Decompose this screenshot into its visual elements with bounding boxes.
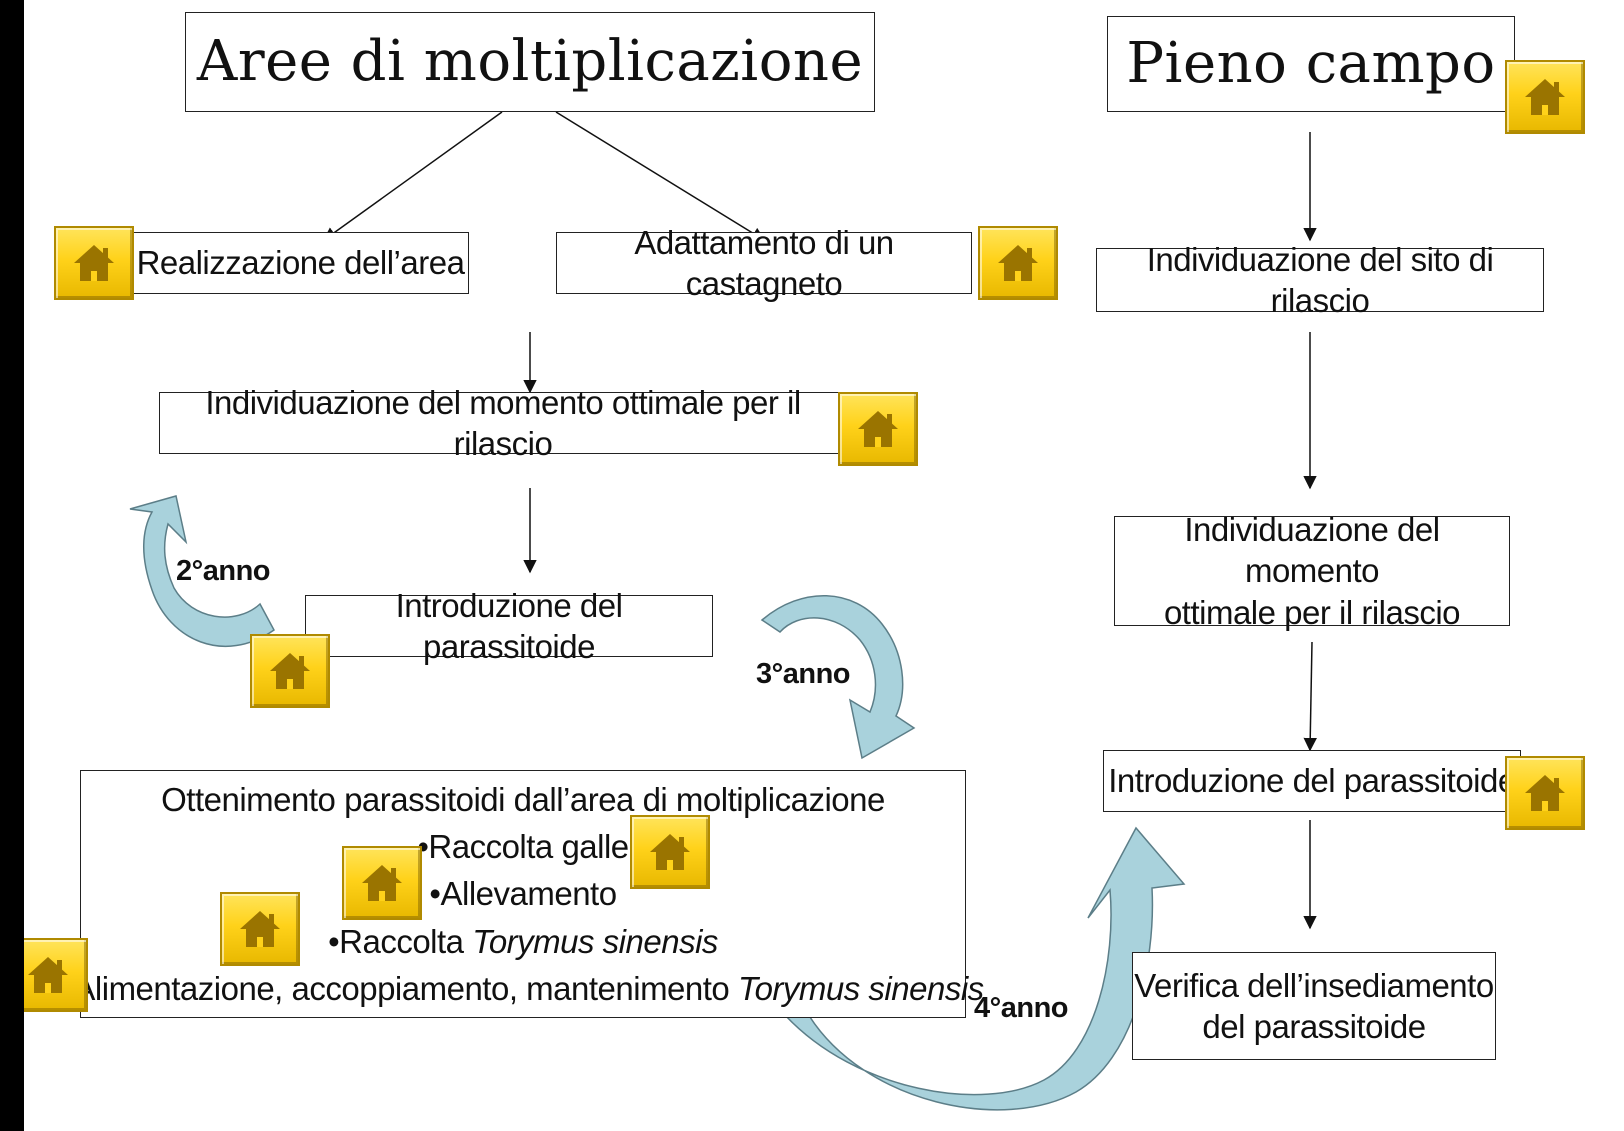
ottenimento-item-raccolta-torymus: •Raccolta Torymus sinensis [328,921,718,962]
cycle-arrow-3anno [760,594,916,760]
ottenimento-item-allevamento: •Allevamento [429,873,617,914]
ottenimento-heading: Ottenimento parassitoidi dall’area di mo… [161,780,885,818]
home-icon-door [1015,271,1021,281]
home-icon [1525,79,1565,115]
home-icon-chimney [1554,778,1559,788]
home-icon-door [1542,801,1548,811]
home-icon [74,245,114,281]
home-icon [28,957,68,993]
item-text: •Alimentazione, accoppiamento, mantenime… [62,969,738,1007]
box-adattamento-castagneto: Adattamento di un castagneto [556,224,972,302]
home-icon-roof [858,411,898,429]
home-icon [1525,775,1565,811]
label-3-anno: 3°anno [756,658,851,690]
arrow-to-introduzione-right [1303,641,1317,752]
ottenimento-item-raccolta-galle: •Raccolta galle [417,826,629,867]
home-icon [998,245,1038,281]
home-button-momento-left[interactable] [838,392,918,466]
box-ottenimento-parassitoidi: Ottenimento parassitoidi dall’area di mo… [62,770,984,1018]
diagram-canvas: Aree di moltiplicazione Pieno campo Real… [24,0,1624,1131]
home-icon-door [379,891,385,901]
item-text: •Allevamento [429,875,617,913]
home-icon [650,834,690,870]
home-icon [858,411,898,447]
momento-right-line2: ottimale per il rilascio [1163,593,1461,631]
home-button-alimentazione[interactable] [24,938,88,1012]
adattamento-label: Adattamento di un castagneto [634,223,894,302]
home-icon-chimney [679,837,684,847]
home-icon [240,911,280,947]
diagram-arrows [129,111,1317,1111]
box-momento-ottimale-right: Individuazione del momento ottimale per … [1114,511,1510,631]
item-text: •Raccolta [328,922,473,960]
verifica-line1: Verifica dell’insediamento [1134,966,1494,1004]
item-text: •Raccolta galle [417,828,629,866]
home-icon-roof [650,834,690,852]
home-icon-chimney [103,248,108,258]
box-realizzazione-area: Realizzazione dell’area [132,232,469,294]
title-aree-text: Aree di moltiplicazione [196,29,864,94]
introduzione-left-label: Introduzione del parassitoide [395,586,623,665]
item-italic: Torymus sinensis [472,922,718,960]
introduzione-right-label: Introduzione del parassitoide [1108,762,1516,800]
home-icon-roof [240,911,280,929]
item-italic: Torymus sinensis [737,969,984,1007]
home-button-introduzione-right[interactable] [1505,756,1585,830]
realizzazione-label: Realizzazione dell’area [136,244,465,282]
home-icon [270,653,310,689]
home-icon-chimney [391,868,396,878]
home-icon-door [875,437,881,447]
home-icon-roof [362,865,402,883]
home-icon-door [257,937,263,947]
verifica-line2: del parassitoide [1202,1008,1426,1045]
home-icon-chimney [269,914,274,924]
home-button-adattamento[interactable] [978,226,1058,300]
momento-right-line1: Individuazione del momento [1184,511,1440,590]
home-button-allevamento[interactable] [342,846,422,920]
home-icon-roof [270,653,310,671]
title-pieno-campo: Pieno campo [1107,16,1515,112]
home-icon-roof [1525,775,1565,793]
box-verifica-insediamento: Verifica dell’insediamento del parassito… [1132,952,1496,1060]
home-button-raccolta-torymus[interactable] [220,892,300,966]
home-icon-roof [1525,79,1565,97]
label-4-anno: 4°anno [974,992,1069,1024]
title-pieno-text: Pieno campo [1126,31,1496,96]
momento-left-label: Individuazione del momento ottimale per … [205,383,801,462]
box-introduzione-parassitoide-left: Introduzione del parassitoide [305,587,713,665]
home-icon-door [91,271,97,281]
box-sito-rilascio: Individuazione del sito di rilascio [1096,241,1544,319]
home-icon-chimney [57,960,62,970]
home-icon-door [1542,105,1548,115]
home-button-raccolta-galle[interactable] [630,815,710,889]
arrow-title-to-realizzazione [322,111,503,241]
sito-label: Individuazione del sito di rilascio [1146,240,1494,319]
cycle-arrow-2anno [129,495,275,647]
home-icon [362,865,402,901]
ottenimento-item-alimentazione: •Alimentazione, accoppiamento, mantenime… [62,968,984,1009]
home-button-realizzazione[interactable] [54,226,134,300]
box-introduzione-parassitoide-right: Introduzione del parassitoide [1103,750,1521,812]
label-2-anno: 2°anno [176,555,271,587]
home-icon-roof [74,245,114,263]
home-icon-roof [28,957,68,975]
home-icon-chimney [1027,248,1032,258]
box-momento-ottimale-left: Individuazione del momento ottimale per … [159,384,847,462]
home-icon-chimney [1554,82,1559,92]
home-icon-chimney [299,656,304,666]
arrow-title-to-adattamento [555,111,766,241]
cycle-arrow-4anno [782,826,1186,1111]
home-button-title-right[interactable] [1505,60,1585,134]
home-button-introduzione-left[interactable] [250,634,330,708]
home-icon-door [287,679,293,689]
home-icon-door [45,983,51,993]
home-icon-roof [998,245,1038,263]
home-icon-chimney [887,414,892,424]
home-icon-door [667,860,673,870]
title-aree-di-moltiplicazione: Aree di moltiplicazione [185,12,875,112]
